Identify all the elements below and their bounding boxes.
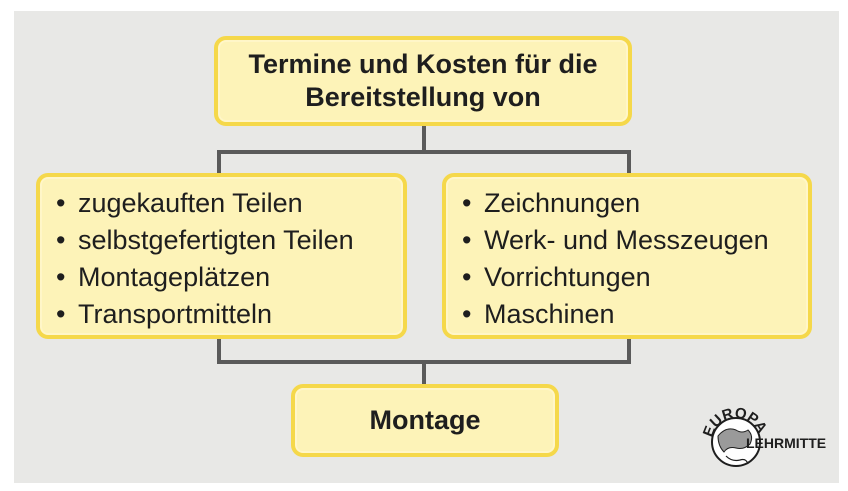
list-item-text: Vorrichtungen	[484, 262, 651, 292]
list-item: • Maschinen	[462, 296, 808, 333]
list-item-text: Maschinen	[484, 299, 615, 329]
right-box: • Zeichnungen • Werk- und Messzeugen • Vorr…	[442, 173, 812, 339]
list-item: • Zeichnungen	[462, 185, 808, 222]
list-item-text: Transportmitteln	[78, 299, 273, 329]
bullet: •	[56, 262, 66, 292]
bullet: •	[56, 299, 66, 329]
list-item: • Transportmitteln	[56, 296, 403, 333]
list-item-text: Werk- und Messzeugen	[484, 225, 769, 255]
bullet: •	[462, 188, 472, 218]
top-box: Termine und Kosten für die Bereitstellun…	[214, 36, 632, 126]
europa-lehrmittel-logo: EUROPA LEHRMITTEL	[700, 405, 826, 467]
list-item-text: Montageplätzen	[78, 262, 271, 292]
list-item: • Werk- und Messzeugen	[462, 222, 808, 259]
bottom-box-label: Montage	[369, 405, 481, 435]
list-item: • Montageplätzen	[56, 259, 403, 296]
list-item: • zugekauften Teilen	[56, 185, 403, 222]
top-box-line1: Termine und Kosten für die	[248, 49, 598, 79]
list-item: • Vorrichtungen	[462, 259, 808, 296]
list-item-text: Zeichnungen	[484, 188, 641, 218]
continent-outline	[725, 455, 749, 465]
continent-shape	[717, 428, 753, 453]
top-box-line2: Bereitstellung von	[305, 82, 541, 112]
bullet: •	[462, 225, 472, 255]
bullet: •	[56, 225, 66, 255]
logo-word-side: LEHRMITTEL	[746, 435, 826, 451]
list-item: • selbstgefertigten Teilen	[56, 222, 403, 259]
bullet: •	[56, 188, 66, 218]
bottom-box: Montage	[291, 384, 559, 457]
left-box: • zugekauften Teilen • selbstgefertigten T…	[36, 173, 407, 339]
list-item-text: selbstgefertigten Teilen	[78, 225, 354, 255]
bullet: •	[462, 299, 472, 329]
bullet: •	[462, 262, 472, 292]
list-item-text: zugekauften Teilen	[78, 188, 303, 218]
